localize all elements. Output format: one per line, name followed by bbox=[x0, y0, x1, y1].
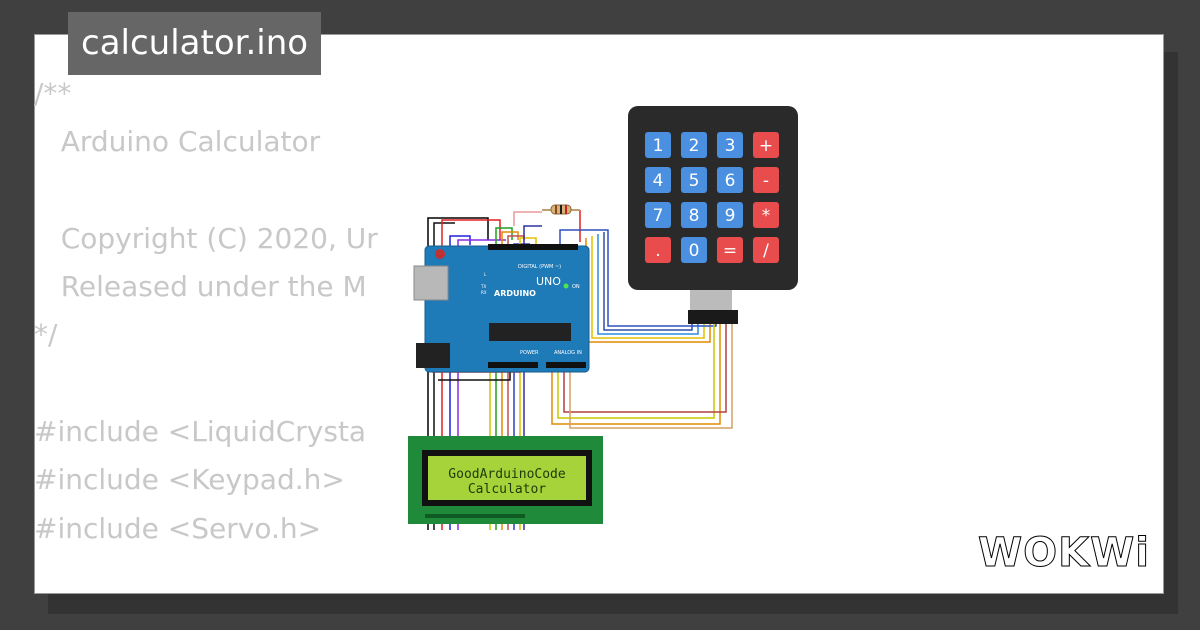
keypad-connector bbox=[688, 310, 738, 324]
keypad-key-label: 8 bbox=[689, 206, 700, 226]
keypad-key-label: 9 bbox=[725, 206, 736, 226]
keypad-key[interactable]: 6 bbox=[717, 167, 743, 193]
keypad-key-label: 4 bbox=[653, 171, 664, 191]
label-digital: DIGITAL (PWM ~) bbox=[518, 264, 561, 270]
keypad-key-label: + bbox=[759, 136, 773, 156]
label-tx: TX bbox=[480, 284, 486, 289]
keypad-key[interactable]: 7 bbox=[645, 202, 671, 228]
arduino-uno-board[interactable]: DIGITAL (PWM ~) ARDUINO UNO ON TX RX L P… bbox=[413, 244, 590, 373]
keypad-key[interactable]: / bbox=[753, 237, 779, 263]
lcd-line-2: Calculator bbox=[468, 482, 546, 497]
code-line: /** bbox=[34, 77, 72, 110]
keypad-key[interactable]: . bbox=[645, 237, 671, 263]
keypad-key-label: - bbox=[763, 171, 769, 191]
keypad-key-label: 5 bbox=[689, 171, 700, 191]
keypad-key-label: . bbox=[655, 241, 660, 261]
keypad-key[interactable]: 0 bbox=[681, 237, 707, 263]
label-l: L bbox=[484, 272, 487, 277]
label-on: ON bbox=[572, 284, 580, 290]
code-line: Copyright (C) 2020, Ur bbox=[34, 221, 378, 255]
keypad-key-label: / bbox=[763, 241, 769, 261]
keypad-key-label: * bbox=[762, 206, 771, 226]
keypad-key-label: 2 bbox=[689, 136, 700, 156]
wokwi-wordmark: WOKWi bbox=[978, 530, 1148, 576]
lcd-line-1: GoodArduinoCode bbox=[448, 467, 566, 482]
code-line: #include <Servo.h> bbox=[34, 511, 322, 545]
keypad-key[interactable]: = bbox=[717, 237, 743, 263]
keypad-key-label: 0 bbox=[689, 241, 700, 261]
keypad-key[interactable]: + bbox=[753, 132, 779, 158]
arduino-brand: ARDUINO bbox=[494, 289, 536, 298]
code-line: Arduino Calculator bbox=[34, 125, 321, 159]
wires bbox=[427, 210, 733, 530]
keypad-key[interactable]: * bbox=[753, 202, 779, 228]
keypad-key[interactable]: 4 bbox=[645, 167, 671, 193]
keypad-key-label: 1 bbox=[653, 136, 664, 156]
arduino-model: UNO bbox=[536, 275, 561, 288]
atmega-chip bbox=[489, 323, 571, 341]
lcd-display[interactable]: GoodArduinoCode Calculator bbox=[408, 436, 603, 524]
keypad[interactable]: 1 2 3 +4 5 6 - 7 8 9 *. 0 = / bbox=[628, 106, 798, 324]
code-preview: /** Arduino Calculator Copyright (C) 202… bbox=[34, 70, 378, 553]
keypad-key-label: 7 bbox=[653, 206, 664, 226]
code-line: #include <Keypad.h> bbox=[34, 463, 345, 497]
keypad-key[interactable]: 2 bbox=[681, 132, 707, 158]
keypad-key[interactable]: 3 bbox=[717, 132, 743, 158]
keypad-key[interactable]: 8 bbox=[681, 202, 707, 228]
keypad-key-label: 3 bbox=[725, 136, 736, 156]
keypad-key[interactable]: - bbox=[753, 167, 779, 193]
label-analog: ANALOG IN bbox=[554, 350, 582, 356]
lcd-screen bbox=[428, 456, 586, 500]
code-line: #include <LiquidCrysta bbox=[34, 415, 367, 449]
label-rx: RX bbox=[481, 290, 487, 295]
keypad-key[interactable]: 9 bbox=[717, 202, 743, 228]
code-line: Released under the M bbox=[34, 270, 367, 304]
keypad-key-label: 6 bbox=[725, 171, 736, 191]
resistor[interactable] bbox=[542, 204, 580, 215]
keypad-key[interactable]: 5 bbox=[681, 167, 707, 193]
label-power: POWER bbox=[520, 350, 539, 356]
code-line: */ bbox=[34, 318, 58, 352]
project-title: calculator.ino bbox=[68, 12, 322, 75]
wokwi-logo: WOKWi bbox=[978, 530, 1148, 577]
keypad-key-label: = bbox=[723, 241, 737, 261]
keypad-key[interactable]: 1 bbox=[645, 132, 671, 158]
